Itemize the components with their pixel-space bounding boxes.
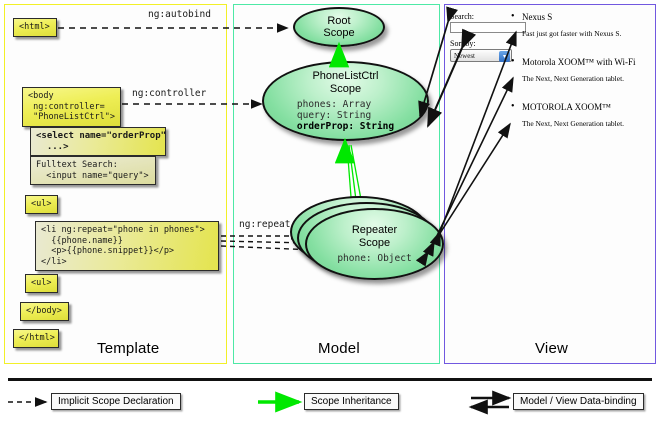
phone-snippet: The Next, Next Generation tablet. [522,119,625,128]
phone-snippet: Fast just got faster with Nexus S. [522,29,622,38]
props-bold: orderProp: String [296,121,395,132]
edge-label-repeat: ng:repeat [239,219,291,230]
sort-label: Sort by: [450,39,476,48]
sort-select[interactable]: Newest ▾ [450,49,512,62]
code-box-input: Fulltext Search: <input name="query"> [30,156,156,185]
panel-title-view: View [535,340,569,357]
code-box-html-close: </html> [13,329,59,348]
panel-model [233,4,440,364]
search-label: Search: [450,12,474,21]
scope-repeater-props: phone: Object [337,253,412,264]
chevron-updown-icon: ▾ [499,51,510,62]
props-plain: phones: Array query: String [296,99,372,121]
code-box-select: <select name="orderProp" ...> [30,127,166,156]
code-box-body: <body ng:controller= "PhoneListCtrl"> [22,87,121,127]
phone-list-item[interactable]: Nexus S Fast just got faster with Nexus … [511,11,622,38]
code-box-ul-close: <ul> [25,274,58,293]
code-box-body-close: </body> [20,302,69,321]
phone-name: Motorola XOOM™ with Wi-Fi [511,56,636,67]
legend-divider [8,378,652,381]
sort-select-value: Newest [454,51,475,60]
view-content: Search: Sort by: Newest ▾ Nexus S Fast j… [450,10,652,150]
code-box-ul-open: <ul> [25,195,58,214]
edge-label-autobind: ng:autobind [148,9,211,20]
phone-list-item[interactable]: MOTOROLA XOOM™ The Next, Next Generation… [511,101,625,128]
scope-phonelistctrl-props: phones: Array query: String orderProp: S… [297,99,394,132]
panel-title-template: Template [97,340,160,357]
edge-label-controller: ng:controller [132,88,207,99]
phone-name: Nexus S [511,11,621,22]
code-box-html: <html> [13,18,57,37]
phone-snippet: The Next, Next Generation tablet. [522,74,625,83]
phone-list-item[interactable]: Motorola XOOM™ with Wi-Fi The Next, Next… [511,56,636,83]
search-input[interactable] [450,22,526,33]
code-box-li-repeat: <li ng:repeat="phone in phones"> {{phone… [35,221,219,271]
phone-name: MOTOROLA XOOM™ [511,101,624,112]
panel-title-model: Model [318,340,360,357]
legend-label-scope-inheritance: Scope Inheritance [304,393,399,410]
legend-label-data-binding: Model / View Data-binding [513,393,644,410]
legend-label-implicit-scope: Implicit Scope Declaration [51,393,181,410]
